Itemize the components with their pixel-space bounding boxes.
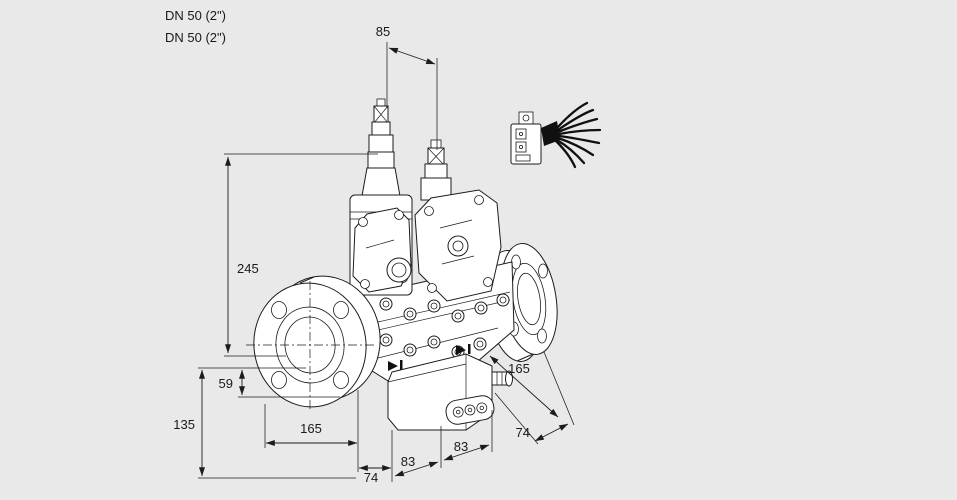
valve-drawing: [246, 98, 602, 431]
cable-wires-icon: [554, 101, 602, 169]
dimension-59: 59: [198, 367, 340, 398]
right-actuator: [414, 139, 502, 302]
flow-direction-icon: [388, 344, 471, 371]
body-screws: [379, 293, 510, 371]
dimension-135: 135: [173, 369, 356, 479]
flange-size-label-top: DN 50 (2"): [165, 8, 226, 23]
dimension-165-bottom: 165: [264, 390, 359, 472]
dim-label-245: 245: [237, 261, 259, 276]
left-actuator: [349, 98, 413, 296]
flange-annotations: DN 50 (2") DN 50 (2"): [165, 8, 226, 45]
bottom-regulator-block: [387, 353, 513, 431]
dim-label-74-right: 74: [516, 425, 530, 440]
dim-label-83-left: 83: [401, 454, 415, 469]
dimension-83-right: 83: [443, 410, 493, 461]
valve-bottom-plate: [445, 395, 495, 425]
dimension-83-left: 83: [394, 426, 442, 477]
dimension-85: 85: [376, 24, 438, 150]
dimension-74-right: 74: [516, 423, 569, 442]
dim-label-85: 85: [376, 24, 390, 39]
dim-label-135: 135: [173, 417, 195, 432]
dim-label-165-bottom: 165: [300, 421, 322, 436]
solenoid-connector-cable: [510, 101, 602, 169]
dimension-245: 245: [224, 153, 378, 357]
dim-label-165-right: 165: [508, 361, 530, 376]
left-flange: [246, 275, 381, 409]
dimension-165-right: 165: [489, 351, 575, 445]
dim-label-74-bottom: 74: [364, 470, 378, 485]
dim-label-59: 59: [219, 376, 233, 391]
dimensions: 85 245 59 135 165 74: [173, 24, 575, 485]
dim-label-83-right: 83: [454, 439, 468, 454]
flange-size-label-bottom: DN 50 (2"): [165, 30, 226, 45]
dimension-74-bottom: 74: [358, 430, 393, 485]
